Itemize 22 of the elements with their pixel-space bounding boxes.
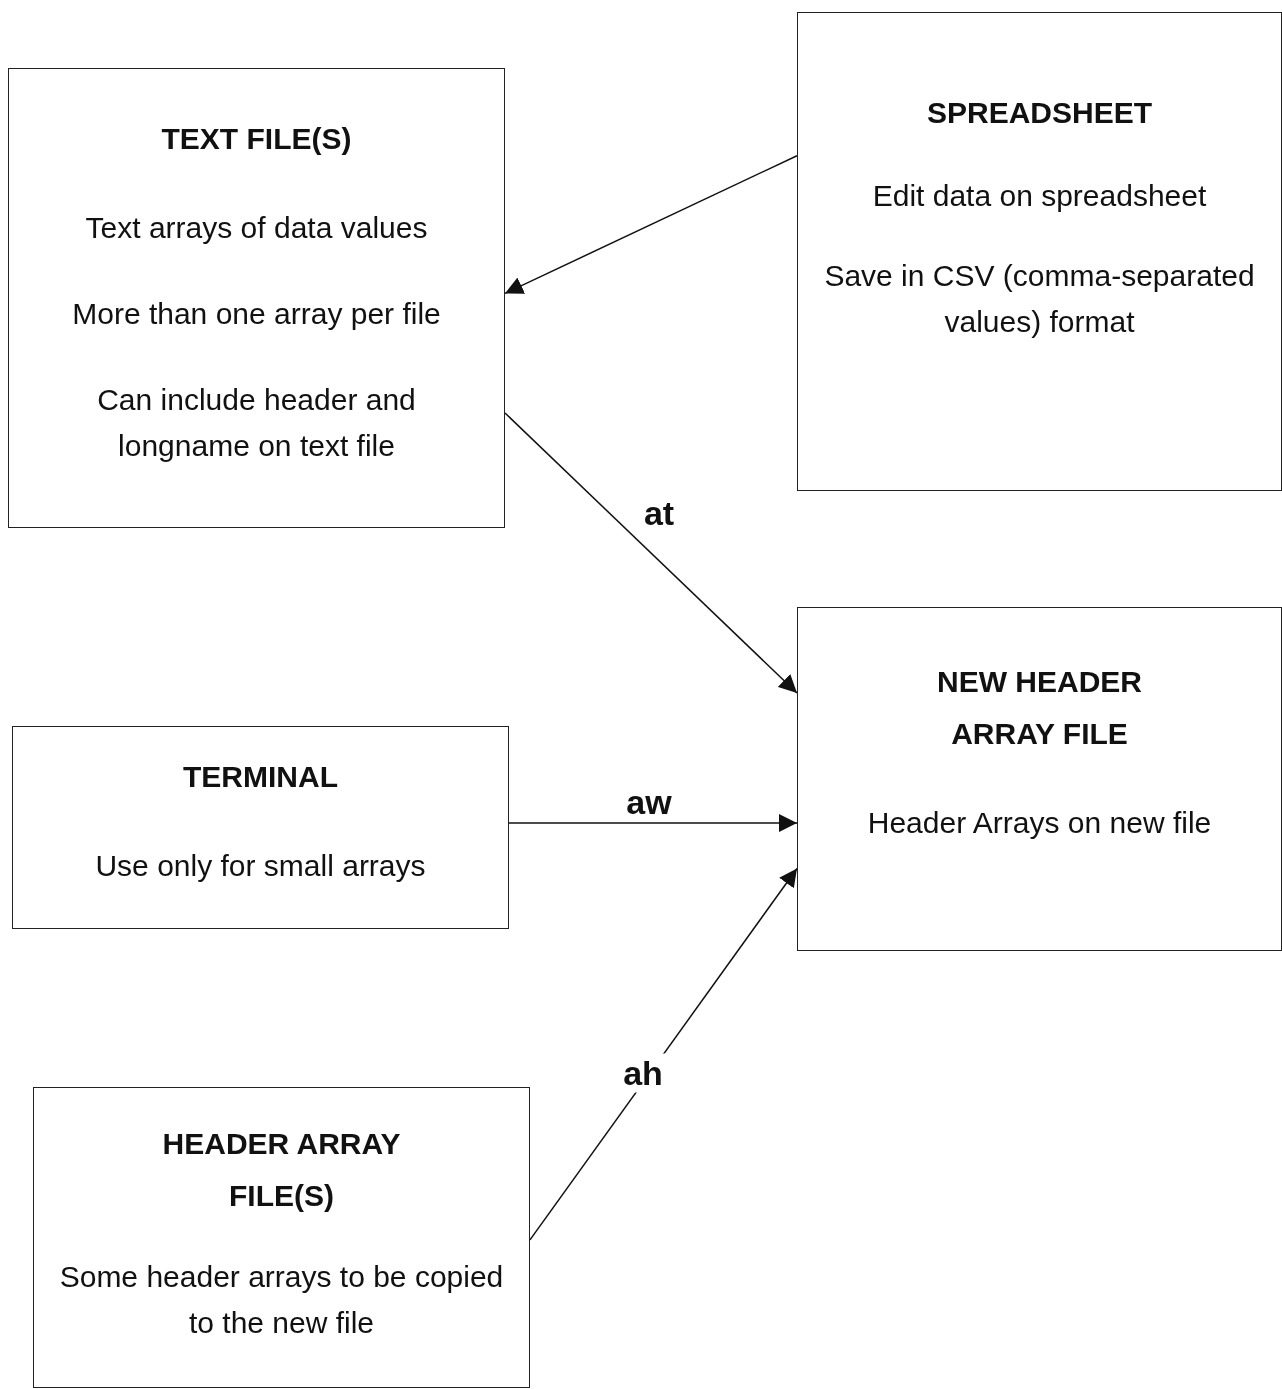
box-title: TERMINAL	[183, 759, 338, 795]
box-title: NEW HEADER ARRAY FILE	[936, 664, 1143, 752]
box-text: Header Arrays on new file	[867, 805, 1212, 841]
arrow	[529, 867, 798, 1241]
process-box	[33, 1087, 530, 1388]
box-title: SPREADSHEET	[926, 95, 1152, 131]
box-text: More than one array per file	[72, 296, 441, 332]
box-text: Edit data on spreadsheet	[872, 178, 1207, 214]
process-box	[12, 726, 509, 929]
box-text: Save in CSV (comma-separated values) format	[823, 258, 1256, 340]
box-text: Text arrays of data values	[85, 210, 428, 246]
arrow	[508, 814, 798, 833]
process-box	[797, 12, 1282, 491]
box-title: TEXT FILE(S)	[161, 121, 352, 157]
box-text: Can include header and longname on text file	[96, 382, 417, 464]
process-box	[797, 607, 1282, 951]
box-title: HEADER ARRAY FILE(S)	[161, 1126, 402, 1214]
arrow	[504, 154, 798, 295]
arrow	[504, 412, 798, 694]
process-box	[8, 68, 505, 528]
box-text: Use only for small arrays	[95, 848, 426, 884]
box-text: Some header arrays to be copied to the new file	[58, 1259, 505, 1341]
